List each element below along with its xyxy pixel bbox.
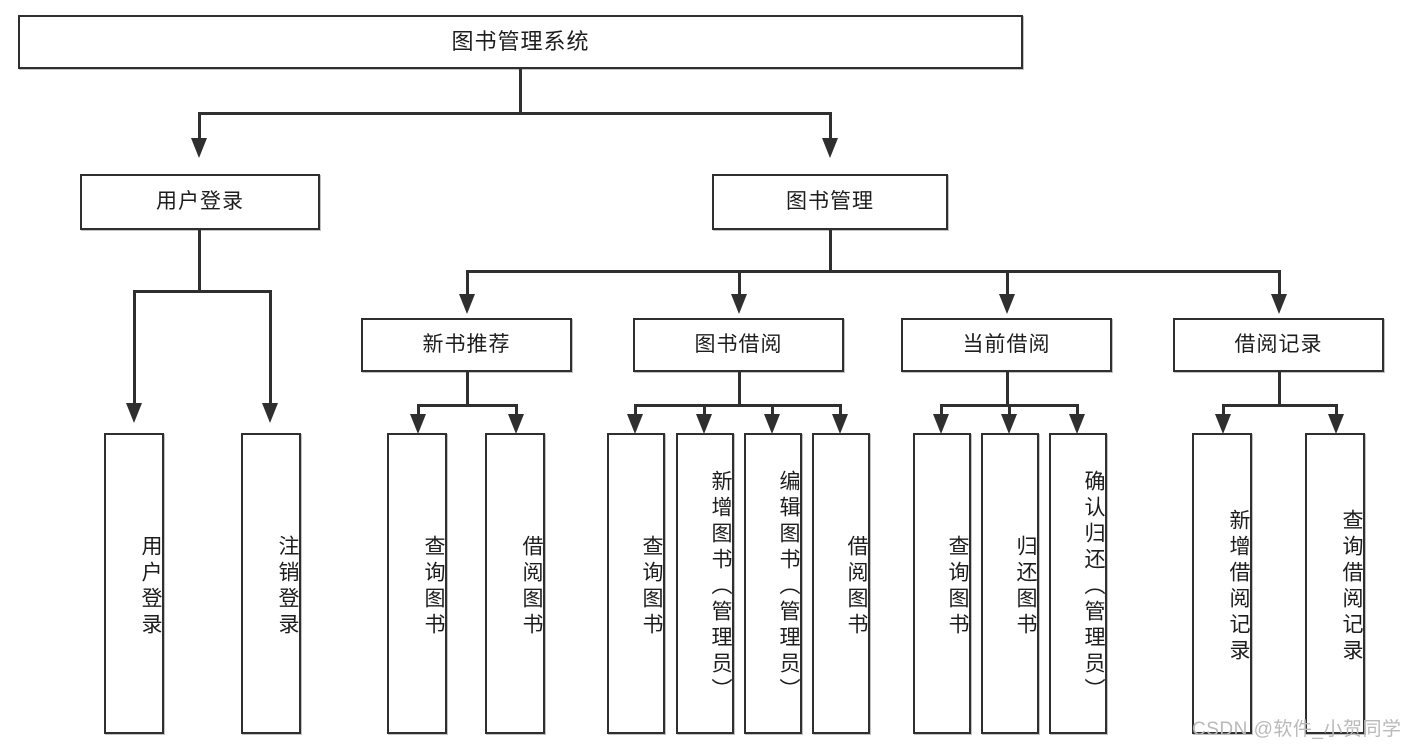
- arrowhead-book-borrow: [731, 294, 747, 314]
- arrowhead-leaf-query-book-1: [410, 414, 426, 434]
- connector-level3-bus: [466, 270, 1278, 273]
- node-new-book-recommend[interactable]: 新书推荐: [361, 318, 572, 372]
- connector-user-login-stem: [198, 230, 201, 292]
- connector-br-drop-2: [1335, 404, 1338, 416]
- node-leaf-borrow-book-1[interactable]: 借阅图书: [485, 433, 545, 734]
- arrowhead-leaf-borrow-book-2: [832, 414, 848, 434]
- node-leaf-user-login[interactable]: 用户登录: [104, 433, 164, 734]
- arrowhead-user-login: [191, 138, 207, 158]
- connector-cb-drop-3: [1076, 404, 1079, 416]
- connector-user-login-drop-1: [133, 290, 136, 405]
- connector-drop-new-book-recommend: [466, 270, 469, 296]
- connector-book-borrow-bus: [634, 404, 842, 407]
- node-label: 当前借阅: [962, 333, 1051, 357]
- arrowhead-leaf-borrow-book-1: [508, 414, 524, 434]
- arrowhead-leaf-add-book: [696, 414, 712, 434]
- node-label: 注销登录: [276, 534, 299, 639]
- connector-bb-drop-4: [839, 404, 842, 416]
- arrowhead-leaf-confirm-return: [1069, 414, 1085, 434]
- connector-br-drop-1: [1222, 404, 1225, 416]
- connector-drop-book-borrow: [738, 270, 741, 296]
- connector-root-bus: [198, 112, 832, 115]
- arrowhead-leaf-query-record: [1328, 414, 1344, 434]
- node-label: 图书借阅: [694, 333, 783, 357]
- node-label: 查询图书: [640, 534, 663, 639]
- node-book-management[interactable]: 图书管理: [712, 174, 948, 230]
- connector-book-borrow-stem: [738, 372, 741, 406]
- connector-root-to-book-manage: [829, 112, 832, 140]
- connector-user-login-drop-2: [269, 290, 272, 405]
- node-leaf-confirm-return[interactable]: 确认归还（管理员）: [1049, 433, 1107, 734]
- connector-bb-drop-3: [771, 404, 774, 416]
- connector-new-book-recommend-bus: [417, 404, 518, 407]
- node-label: 用户登录: [156, 190, 244, 214]
- node-label: 新书推荐: [422, 333, 511, 357]
- node-leaf-query-book-1[interactable]: 查询图书: [387, 433, 447, 734]
- arrowhead-leaf-add-record: [1215, 414, 1231, 434]
- node-leaf-return-book[interactable]: 归还图书: [981, 433, 1039, 734]
- node-label: 借阅记录: [1234, 333, 1323, 357]
- connector-root-to-user-login: [198, 112, 201, 140]
- arrowhead-book-manage: [822, 138, 838, 158]
- connector-current-borrow-stem: [1006, 372, 1009, 406]
- node-leaf-edit-book[interactable]: 编辑图书（管理员）: [744, 433, 802, 734]
- node-label: 借阅图书: [845, 534, 868, 639]
- node-label: 查询图书: [422, 534, 445, 639]
- arrowhead-new-book-recommend: [459, 294, 475, 314]
- connector-book-manage-stem: [829, 230, 832, 272]
- connector-borrow-record-bus: [1222, 404, 1338, 407]
- arrowhead-leaf-user-login: [126, 403, 142, 423]
- node-book-borrow[interactable]: 图书借阅: [633, 318, 844, 372]
- node-label: 图书管理系统: [451, 28, 590, 54]
- arrowhead-leaf-logout-login: [262, 403, 278, 423]
- node-book-management-system[interactable]: 图书管理系统: [18, 15, 1023, 69]
- connector-borrow-record-stem: [1278, 372, 1281, 406]
- node-leaf-query-record[interactable]: 查询借阅记录: [1305, 433, 1365, 734]
- connector-bb-drop-2: [703, 404, 706, 416]
- node-label: 归还图书: [1014, 534, 1037, 639]
- node-current-borrow[interactable]: 当前借阅: [901, 318, 1112, 372]
- connector-root-stem: [519, 69, 522, 114]
- node-label: 编辑图书（管理员）: [777, 469, 800, 704]
- node-borrow-record[interactable]: 借阅记录: [1173, 318, 1384, 372]
- node-label: 确认归还（管理员）: [1082, 469, 1105, 704]
- connector-cb-drop-1: [940, 404, 943, 416]
- connector-nbr-drop-1: [417, 404, 420, 416]
- node-leaf-add-book[interactable]: 新增图书（管理员）: [676, 433, 734, 734]
- arrowhead-leaf-query-book-2: [627, 414, 643, 434]
- node-leaf-query-book-3[interactable]: 查询图书: [913, 433, 971, 734]
- arrowhead-leaf-edit-book: [764, 414, 780, 434]
- arrowhead-leaf-return-book: [1001, 414, 1017, 434]
- node-label: 借阅图书: [520, 534, 543, 639]
- connector-drop-current-borrow: [1006, 270, 1009, 296]
- connector-new-book-recommend-stem: [466, 372, 469, 406]
- node-leaf-borrow-book-2[interactable]: 借阅图书: [812, 433, 870, 734]
- node-leaf-query-book-2[interactable]: 查询图书: [607, 433, 665, 734]
- node-label: 图书管理: [786, 190, 874, 214]
- connector-cb-drop-2: [1008, 404, 1011, 416]
- node-label: 查询图书: [946, 534, 969, 639]
- node-label: 用户登录: [139, 534, 162, 639]
- arrowhead-leaf-query-book-3: [933, 414, 949, 434]
- node-label: 新增借阅记录: [1227, 508, 1250, 665]
- node-leaf-logout-login[interactable]: 注销登录: [241, 433, 301, 734]
- arrowhead-current-borrow: [999, 294, 1015, 314]
- arrowhead-borrow-record: [1271, 294, 1287, 314]
- node-leaf-add-record[interactable]: 新增借阅记录: [1192, 433, 1252, 734]
- connector-drop-borrow-record: [1278, 270, 1281, 296]
- node-user-login[interactable]: 用户登录: [80, 174, 320, 230]
- connector-user-login-bus: [133, 290, 269, 293]
- connector-bb-drop-1: [634, 404, 637, 416]
- connector-nbr-drop-2: [515, 404, 518, 416]
- node-label: 查询借阅记录: [1340, 508, 1363, 665]
- node-label: 新增图书（管理员）: [709, 469, 732, 704]
